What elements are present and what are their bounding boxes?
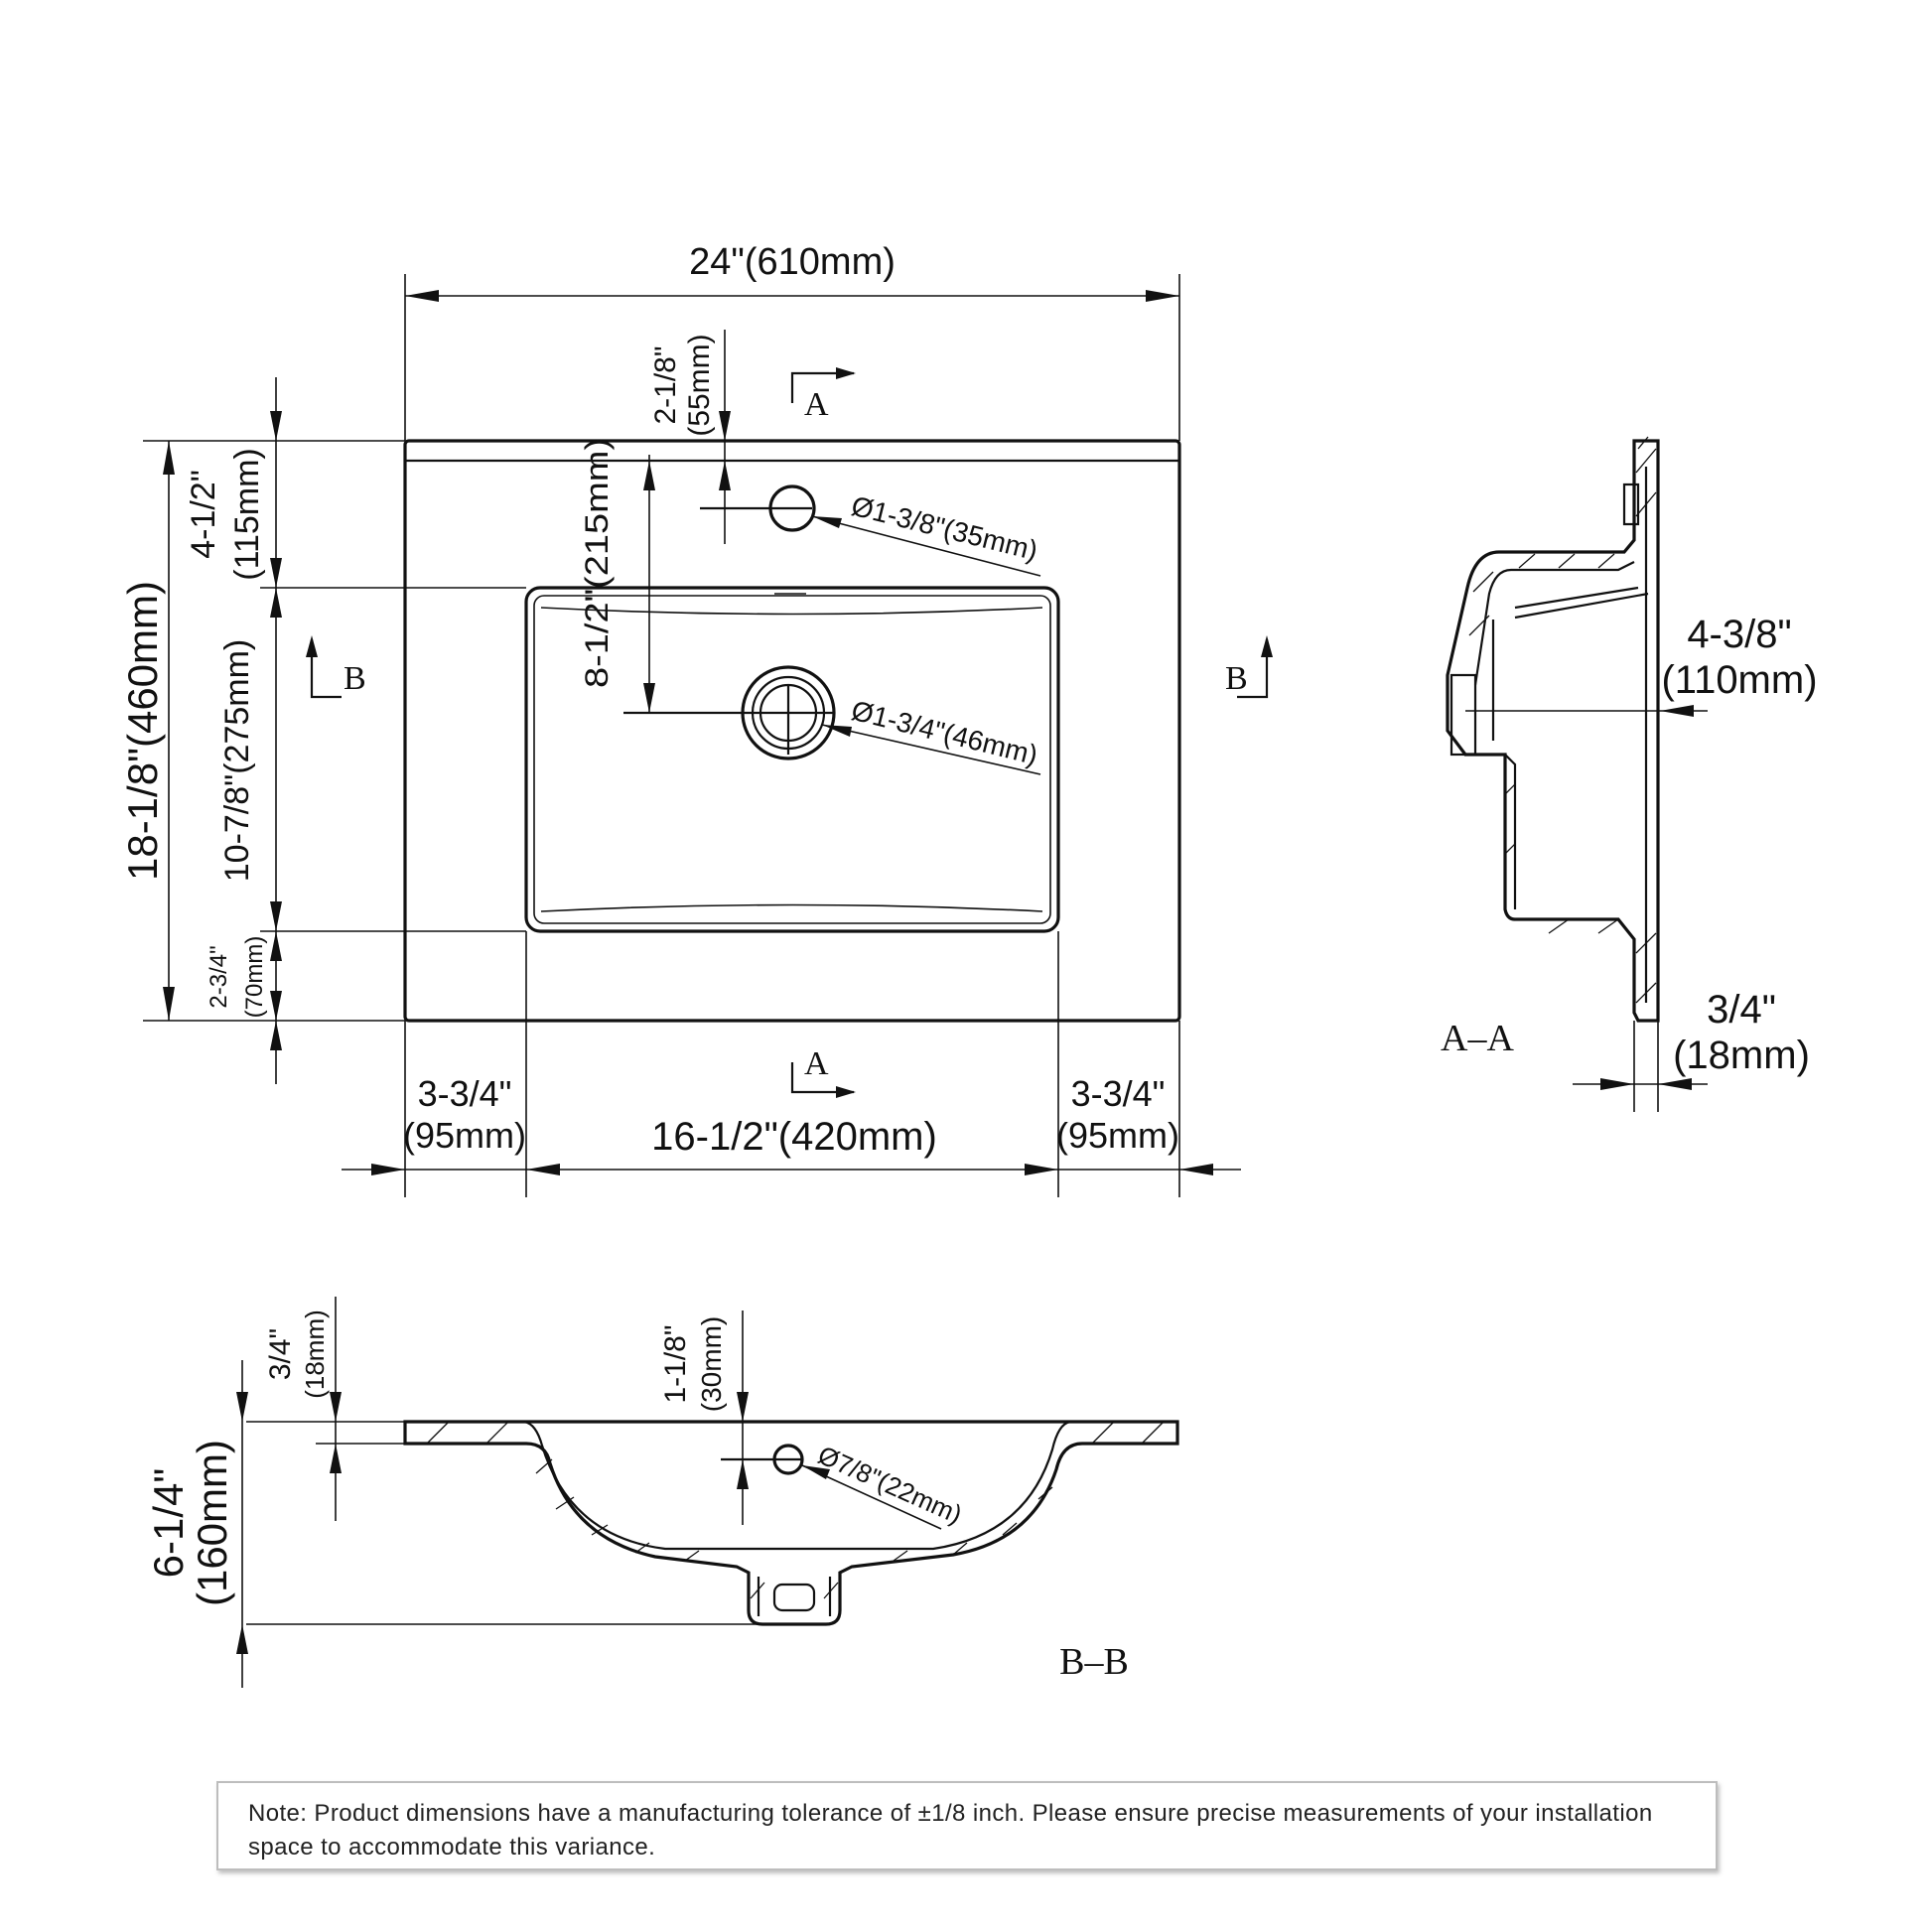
section-aa-title: A–A [1441,1018,1514,1059]
section-marker-a-bottom: A [790,1045,856,1098]
overall-depth-mm: (460mm) [119,581,166,748]
overall-depth-label: 18-1/8"(460mm) [119,581,166,881]
section-bb: 3/4" (18mm) 1-1/8" (30mm) Ø7/8"(22mm) 6-… [145,1297,1179,1688]
right-margin-in: 3-3/4" [1071,1073,1166,1114]
svg-text:A: A [804,386,829,423]
svg-text:B: B [1225,660,1248,697]
countertop-outline [403,439,1181,1023]
section-bb-title: B–B [1059,1641,1129,1683]
section-marker-b-left: B [306,635,366,699]
bowl-depth-mm: (275mm) [218,639,256,774]
aa-thickness-in: 3/4" [1707,988,1776,1032]
tolerance-note: Note: Product dimensions have a manufact… [216,1781,1718,1870]
section-aa-hatch [1468,436,1657,1004]
bb-total-height-mm: (160mm) [189,1440,235,1606]
back-to-bowl-mm: (115mm) [228,448,266,581]
section-aa-profile [1446,439,1660,1023]
bowl-depth-in: 10-7/8" [218,774,256,882]
bb-overflow-offset-in: 1-1/8" [659,1324,692,1403]
drain [623,665,836,760]
left-margin-mm: (95mm) [403,1115,526,1156]
left-margin-in: 3-3/4" [418,1073,512,1114]
bowl-outline [524,586,1060,933]
aa-thickness-mm: (18mm) [1673,1034,1810,1077]
overall-width-label: 24"(610mm) [689,241,896,283]
section-marker-a-top: A [790,367,856,423]
faucet-offset-in: 2-1/8" [649,345,682,424]
aa-height-mm: (110mm) [1661,658,1817,702]
bb-total-height-in: 6-1/4" [145,1468,192,1579]
drain-offset-label: 8-1/2"(215mm) [579,438,615,688]
section-marker-b-right: B [1225,635,1273,699]
section-aa: 4-3/8" (110mm) 3/4" (18mm) A–A [1441,436,1818,1112]
drain-hole-label: Ø1-3/4"(46mm) [849,695,1041,771]
bb-overflow-hole-label: Ø7/8"(22mm) [814,1440,967,1530]
section-bb-hatch [426,1421,1165,1599]
bowl-depth-label: 10-7/8"(275mm) [218,639,256,883]
overall-depth-in: 18-1/8" [119,748,166,881]
section-bb-profile [403,1420,1179,1626]
aa-height-in: 4-3/8" [1687,613,1791,656]
front-margin-in: 2-3/4" [206,945,232,1008]
bb-overflow-offset-mm: (30mm) [696,1316,727,1412]
right-margin-mm: (95mm) [1056,1115,1179,1156]
top-view: 24"(610mm) 2-1/8" (55mm) 8-1/2"(215mm) Ø… [119,241,1273,1197]
back-to-bowl-in: 4-1/2" [185,470,222,559]
faucet-hole-label: Ø1-3/8"(35mm) [849,490,1041,567]
bb-thickness-in: 3/4" [264,1328,297,1380]
svg-text:B: B [344,660,366,697]
faucet-offset-mm: (55mm) [683,334,716,436]
svg-text:A: A [804,1045,829,1082]
front-margin-mm: (70mm) [241,936,268,1019]
bb-thickness-mm: (18mm) [300,1310,330,1399]
tolerance-note-text: Note: Product dimensions have a manufact… [248,1800,1653,1861]
bowl-width-label: 16-1/2"(420mm) [651,1115,937,1159]
